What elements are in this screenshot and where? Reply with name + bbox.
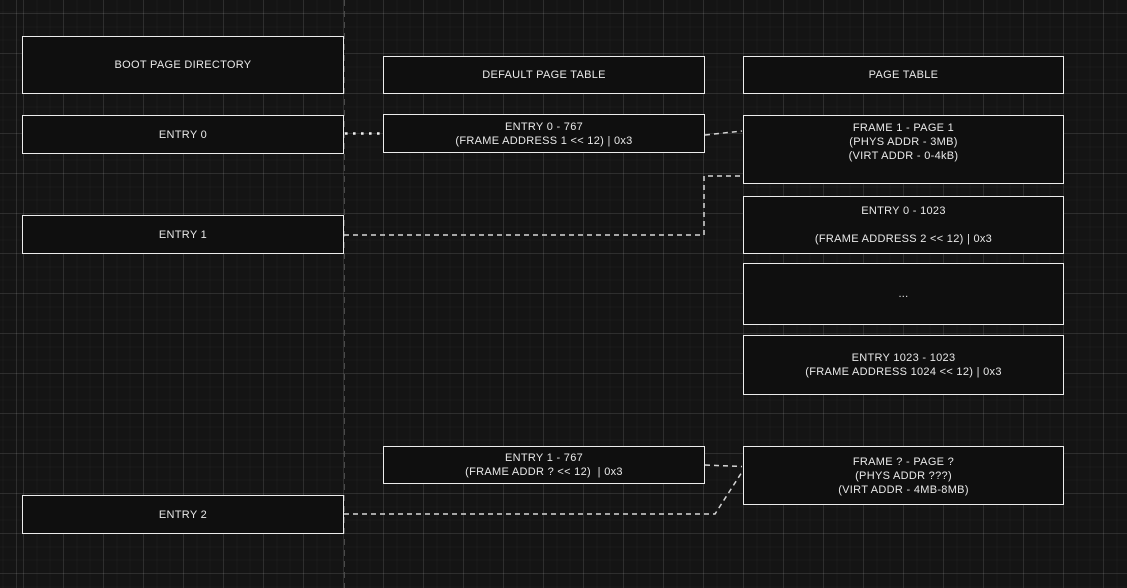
box-label: (FRAME ADDRESS 2 << 12) | 0x3 (814, 233, 993, 245)
box-label: (FRAME ADDR ? << 12) | 0x3 (465, 466, 623, 478)
box-label: ENTRY 2 (158, 508, 208, 521)
box-default-table-entry-1[interactable]: ENTRY 1 - 767 (FRAME ADDR ? << 12) | 0x3 (383, 446, 705, 484)
box-label: ENTRY 1023 - 1023 (851, 352, 956, 364)
box-label: (FRAME ADDRESS 1024 << 12) | 0x3 (805, 366, 1002, 378)
connector-default-entry0-to-frame1[interactable] (704, 130, 743, 136)
box-page-table-entry-0[interactable]: ENTRY 0 - 1023 (FRAME ADDRESS 2 << 12) |… (743, 196, 1064, 254)
box-label: ENTRY 0 - 767 (504, 120, 584, 133)
box-label: ENTRY 1 (158, 228, 208, 241)
box-page-table-ellipsis[interactable]: ... (743, 263, 1064, 325)
box-frame-1-page-1[interactable]: FRAME 1 - PAGE 1 (PHYS ADDR - 3MB) (VIRT… (743, 115, 1064, 184)
box-directory-entry-2[interactable]: ENTRY 2 (22, 495, 344, 534)
box-page-table-header[interactable]: PAGE TABLE (743, 56, 1064, 94)
box-label: PAGE TABLE (868, 69, 939, 81)
box-label: FRAME ? - PAGE ? (852, 455, 955, 468)
box-label: (PHYS ADDR - 3MB) (849, 136, 958, 148)
connector-entry2-to-frame-q[interactable] (344, 471, 743, 515)
box-label: (VIRT ADDR - 4MB-8MB) (838, 483, 969, 496)
box-default-table-entry-0[interactable]: ENTRY 0 - 767 (FRAME ADDRESS 1 << 12) | … (383, 114, 705, 153)
box-label: BOOT PAGE DIRECTORY (114, 59, 252, 71)
box-default-page-table-header[interactable]: DEFAULT PAGE TABLE (383, 56, 705, 94)
box-label: (FRAME ADDRESS 1 << 12) | 0x3 (455, 134, 633, 147)
box-label: ... (898, 288, 909, 300)
box-label: (VIRT ADDR - 0-4kB) (848, 150, 959, 162)
box-label: ENTRY 1 - 767 (504, 452, 584, 464)
box-label: ENTRY 0 - 1023 (861, 205, 946, 217)
box-label: (PHYS ADDR ???) (855, 469, 952, 482)
box-boot-page-directory[interactable]: BOOT PAGE DIRECTORY (22, 36, 344, 94)
box-label: FRAME 1 - PAGE 1 (852, 122, 955, 134)
box-label: DEFAULT PAGE TABLE (482, 69, 606, 81)
box-directory-entry-1[interactable]: ENTRY 1 (22, 215, 344, 254)
box-frame-q-page-q[interactable]: FRAME ? - PAGE ? (PHYS ADDR ???) (VIRT A… (743, 446, 1064, 505)
box-label: ENTRY 0 (158, 128, 208, 141)
connector-default-entry1-to-frame-q[interactable] (704, 464, 743, 468)
box-page-table-entry-1023[interactable]: ENTRY 1023 - 1023 (FRAME ADDRESS 1024 <<… (743, 335, 1064, 395)
connector-entry1-to-page-table[interactable] (344, 175, 742, 236)
box-directory-entry-0[interactable]: ENTRY 0 (22, 115, 344, 154)
